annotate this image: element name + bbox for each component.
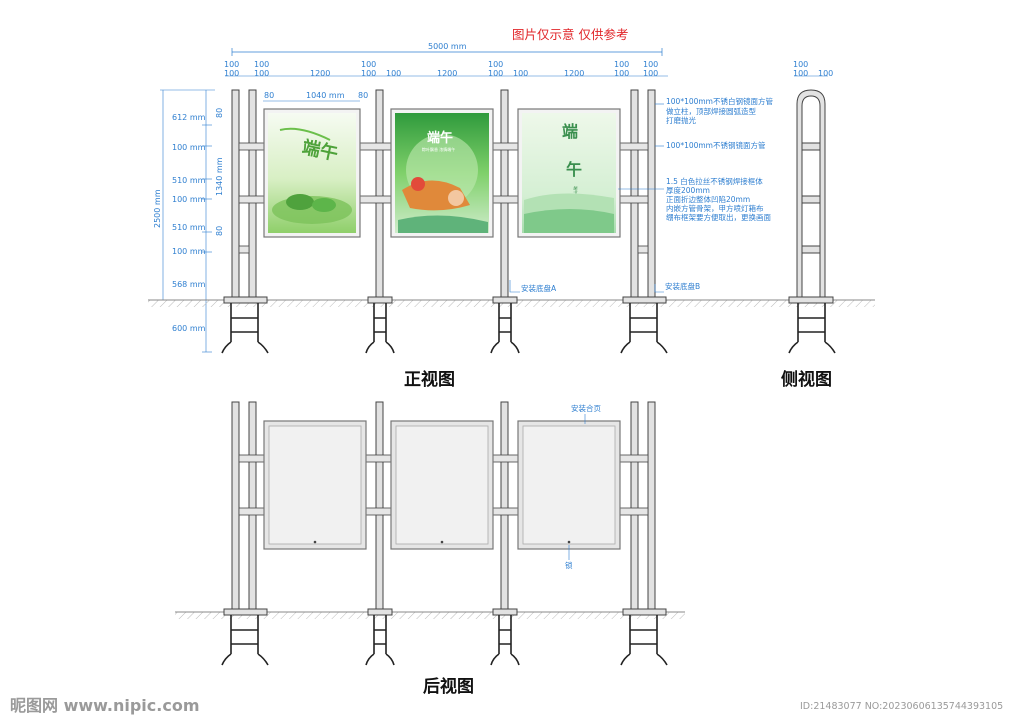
dim-100: 100: [818, 69, 833, 78]
height-510: 510 mm: [172, 223, 206, 232]
column-dimension-labels: 100 100 100 100 1200 100 100 100 1200 10…: [224, 60, 833, 78]
side-view-title: 侧视图: [781, 369, 832, 390]
dim-1200: 1200: [310, 69, 330, 78]
rear-annotation-leaders: [568, 414, 586, 560]
front-view-bases: [223, 296, 667, 304]
front-view-title: 正视图: [404, 369, 455, 390]
height-568: 568 mm: [172, 280, 206, 289]
poster-1: 端午: [263, 108, 361, 238]
poster-3-title-2: 午: [566, 160, 582, 179]
base-a-label: 安装底盘A: [521, 283, 557, 293]
dim-100: 100: [488, 60, 503, 69]
dim-100: 100: [224, 60, 239, 69]
height-100: 100 mm: [172, 143, 206, 152]
height-100: 100 mm: [172, 247, 206, 256]
rear-view-bases: [223, 608, 667, 616]
rear-view-title: 后视图: [423, 676, 474, 697]
side-view: [788, 89, 834, 304]
poster-2-subtitle: 粽叶飘香 浓情端午: [422, 146, 455, 152]
dim-100: 100: [254, 60, 269, 69]
lock-label: 锁: [565, 560, 573, 570]
poster-2-title: 端午: [427, 130, 453, 146]
post-note-2: 做立柱，顶部焊接圆弧造型: [666, 106, 756, 116]
dim-100: 100: [224, 69, 239, 78]
post-note-3: 打磨抛光: [666, 115, 696, 125]
dim-100: 100: [793, 60, 808, 69]
frame-width-dimension: 80 1040 mm 80: [263, 91, 368, 102]
height-600: 600 mm: [172, 324, 206, 333]
rear-view-panels: [263, 420, 621, 550]
front-view-anchor-feet: [221, 303, 668, 354]
height-612: 612 mm: [172, 113, 206, 122]
frame-note-5: 绷布框架要方便取出，更换画面: [666, 212, 771, 222]
dim-100: 100: [643, 69, 658, 78]
dim-100: 100: [254, 69, 269, 78]
frame-note-1: 1.5 白色拉丝不锈钢焊接框体: [666, 176, 763, 186]
poster-3-title-1: 端: [562, 122, 578, 141]
dim-100: 100: [793, 69, 808, 78]
reference-note: 图片仅示意 仅供参考: [512, 27, 628, 42]
height-dimension-chain: [160, 89, 215, 353]
frame-margin-top: 80: [215, 108, 224, 118]
dim-1200: 1200: [437, 69, 457, 78]
frame-height-label: 1340 mm: [215, 157, 224, 196]
watermark-id: ID:21483077 NO:20230606135744393105: [800, 701, 1003, 712]
overall-width-dimension: 5000 mm: [231, 42, 663, 56]
watermark-left: 昵图网 www.nipic.com: [10, 696, 200, 715]
height-510: 510 mm: [172, 176, 206, 185]
frame-note-2: 厚度200mm: [666, 185, 710, 195]
dim-100: 100: [643, 60, 658, 69]
dim-100: 100: [361, 60, 376, 69]
total-width-label: 5000 mm: [428, 42, 467, 51]
side-view-anchor: [788, 303, 836, 354]
dim-1200: 1200: [564, 69, 584, 78]
total-height-label: 2500 mm: [153, 189, 162, 228]
base-b-label: 安装底盘B: [665, 281, 700, 291]
post-note-1: 100*100mm不锈白钢镜面方管: [666, 96, 773, 106]
dim-100: 100: [513, 69, 528, 78]
poster-2: 端午 粽叶飘香 浓情端午: [390, 108, 494, 238]
dim-100: 100: [361, 69, 376, 78]
dim-100: 100: [488, 69, 503, 78]
tube-note: 100*100mm不锈钢镜面方管: [666, 140, 766, 150]
frame-margin-bottom: 80: [215, 226, 224, 236]
annotation-leaders: [509, 103, 664, 293]
frame-note-3: 正面折边整体凹陷20mm: [666, 194, 750, 204]
rear-view-posts: [231, 401, 656, 613]
dim-100: 100: [386, 69, 401, 78]
dim-100: 100: [614, 60, 629, 69]
dim-100: 100: [614, 69, 629, 78]
hinge-label: 安装合页: [571, 403, 601, 413]
height-100: 100 mm: [172, 195, 206, 204]
dim-80: 80: [358, 91, 368, 100]
poster-3: 端 午 端午节 粽香四溢: [517, 108, 621, 238]
frame-note-4: 内嵌方管骨架，甲方喷灯箱布: [666, 203, 764, 213]
dim-80: 80: [264, 91, 274, 100]
dim-1040: 1040 mm: [306, 91, 345, 100]
rear-view-anchor-feet: [221, 615, 668, 666]
